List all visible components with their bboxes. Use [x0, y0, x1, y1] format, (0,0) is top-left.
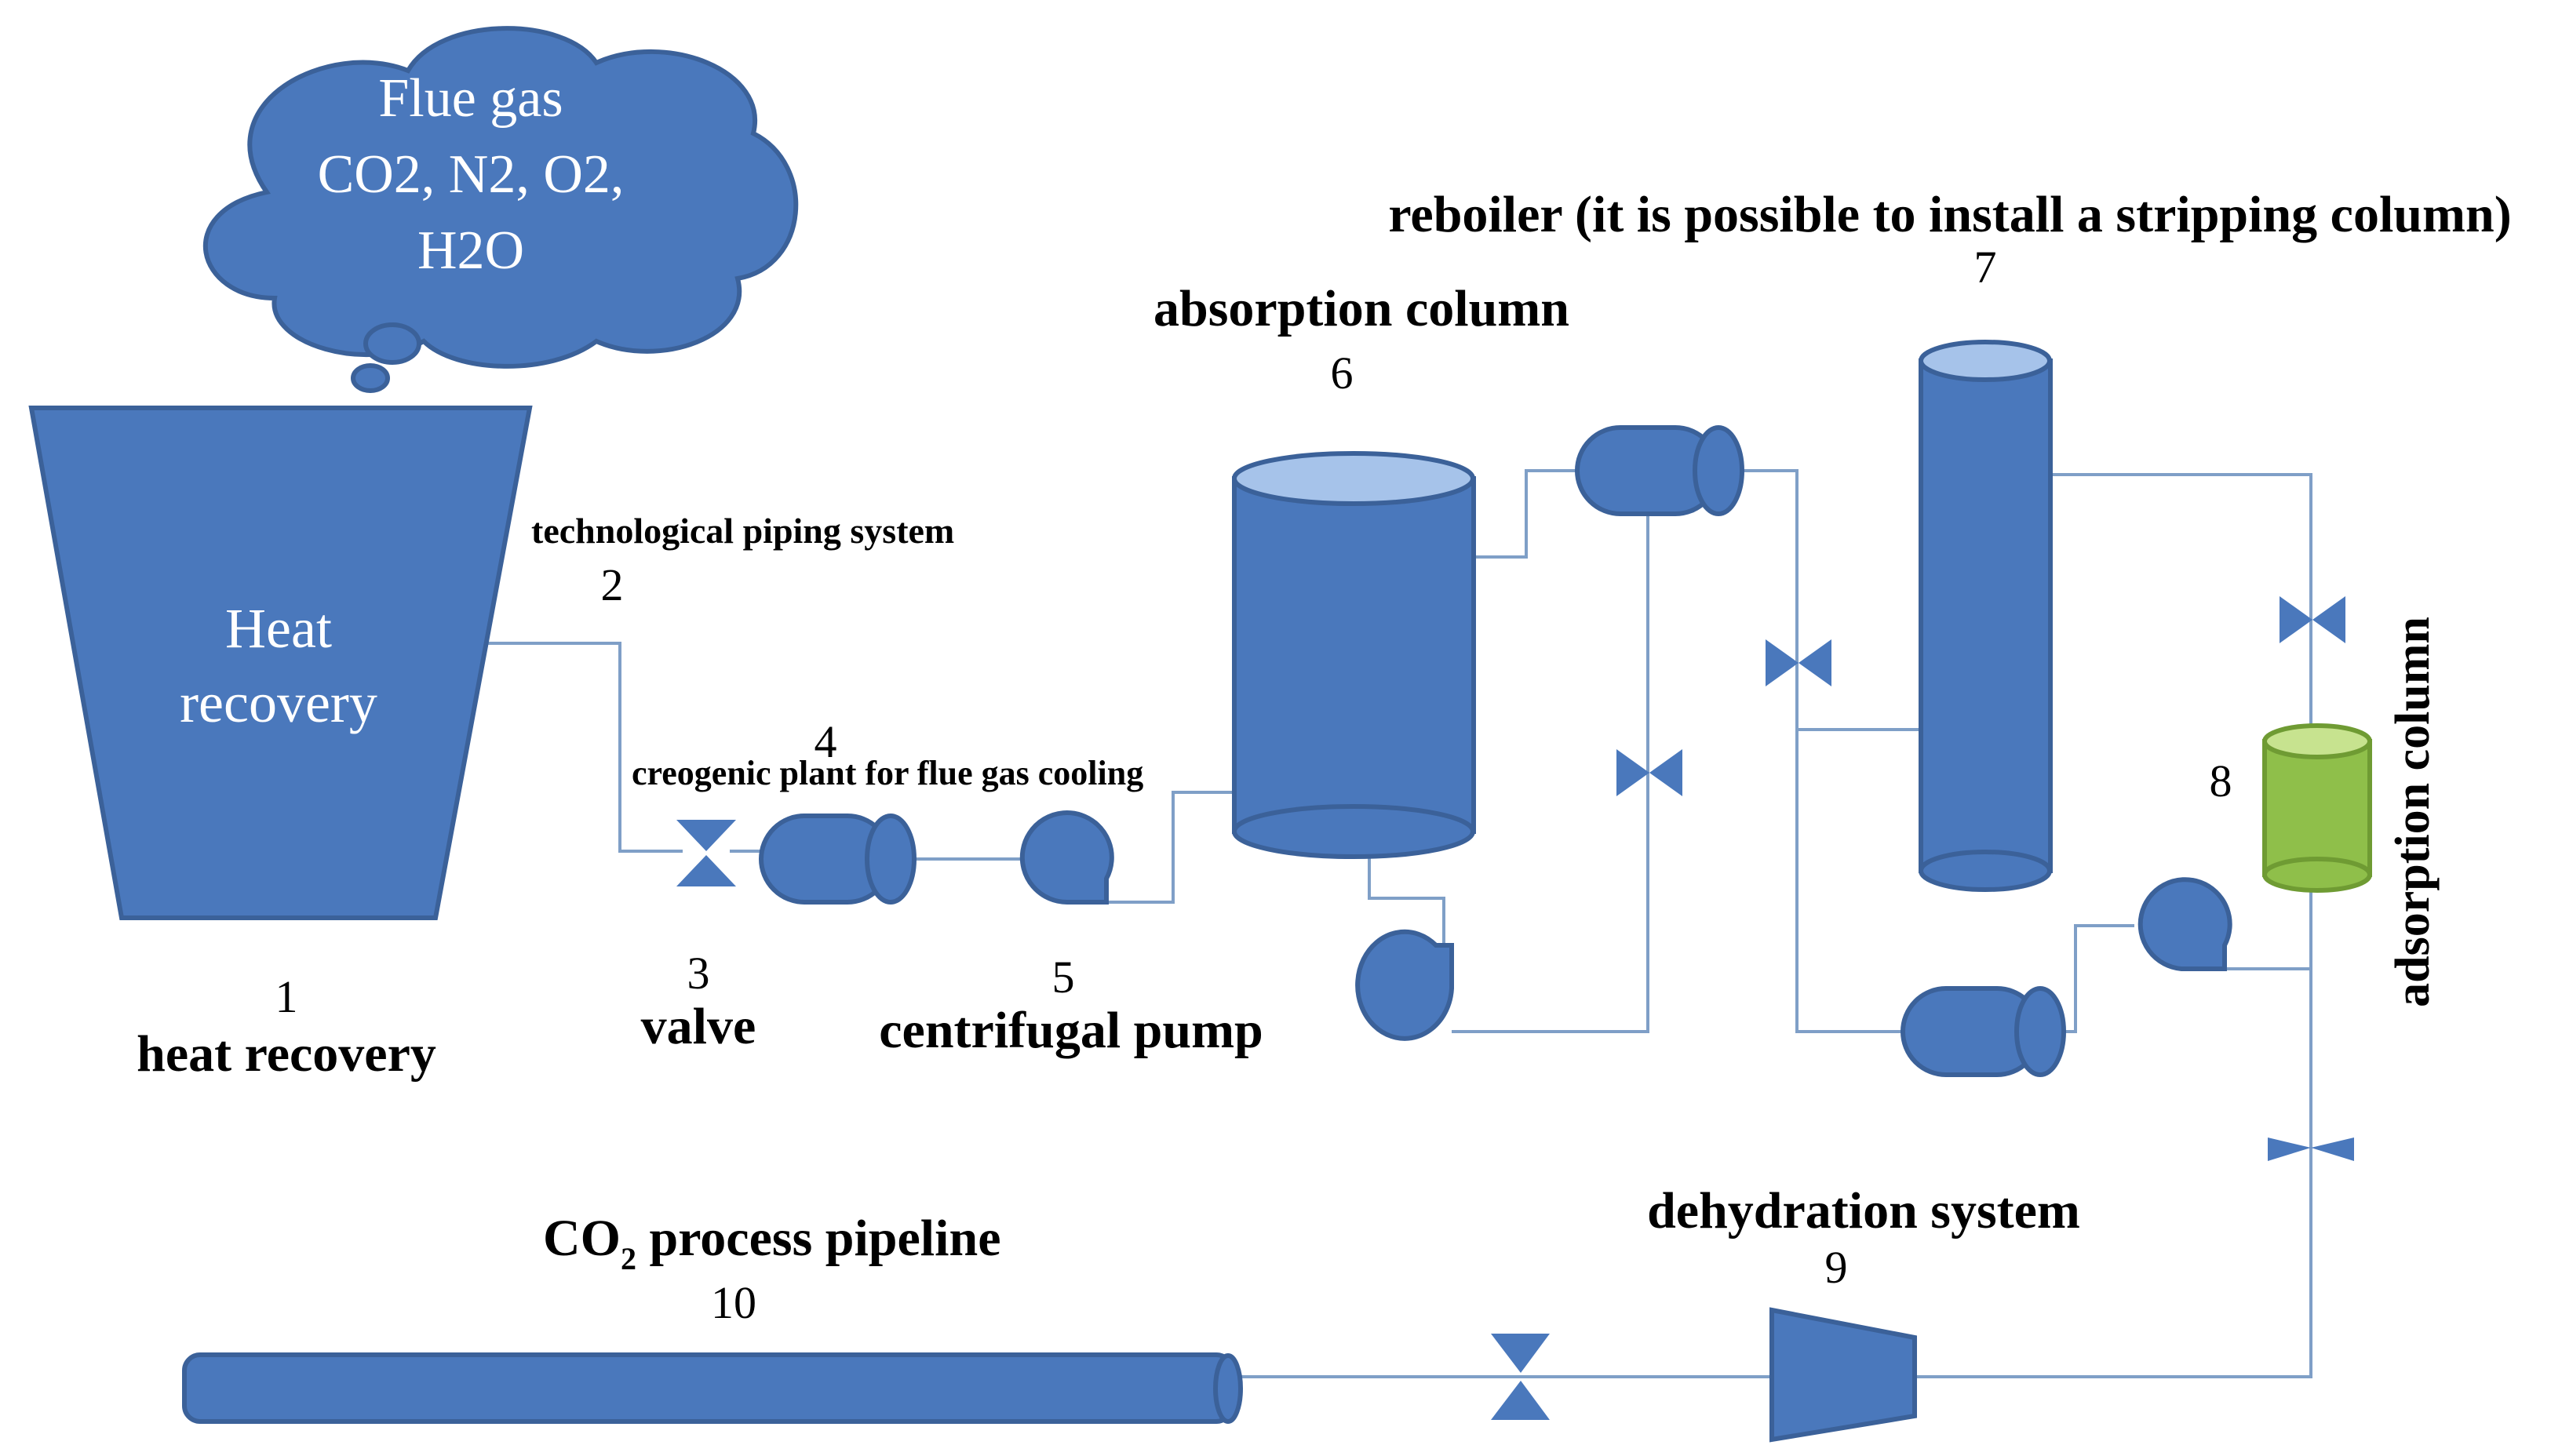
cloud-bubble-small	[351, 363, 390, 393]
pipe-reboiler-overhead	[2052, 473, 2312, 733]
pump-number: 5	[1052, 952, 1075, 1003]
cloud-line-3: H2O	[417, 220, 524, 281]
absorption-label: absorption column	[1153, 280, 1569, 337]
pipeline-label-sub: 2	[621, 1241, 636, 1276]
pipe-pump-return	[1452, 514, 1649, 1033]
heat-recovery-label: heat recovery	[137, 1025, 436, 1083]
absorber-bottom-pump-icon	[1355, 929, 1454, 1041]
pipeline-label-prefix: CO	[543, 1210, 621, 1267]
pipe-pump-to-absorber	[1102, 791, 1232, 904]
heat-recovery-vessel	[28, 406, 533, 920]
valve-label: valve	[641, 998, 756, 1055]
adsorber-feed-pump-icon	[2137, 877, 2232, 971]
cryogenic-number: 4	[815, 716, 837, 767]
cryogenic-label: creogenic plant for flue gas cooling	[632, 754, 1143, 792]
co2-process-pipeline	[182, 1352, 1243, 1424]
dehydration-number: 9	[1825, 1242, 1848, 1293]
cloud-bubble-large	[363, 322, 421, 365]
pipe-drum-to-junction	[1730, 469, 1903, 1033]
pipe-heat-to-valve	[483, 642, 683, 853]
pipe-adsorber-to-dehydration	[1915, 879, 2312, 1378]
pipeline-label-suffix: process pipeline	[636, 1210, 1000, 1267]
cloud-line-2: CO2, N2, O2,	[318, 144, 625, 205]
line-valve-middle-icon	[1766, 639, 1831, 686]
pipeline-number: 10	[711, 1277, 756, 1328]
centrifugal-pump-icon	[1019, 810, 1114, 905]
pipe-absorber-to-drum	[1475, 469, 1581, 559]
piping-label: technological piping system	[531, 511, 954, 551]
adsorption-column-vessel	[2262, 723, 2372, 893]
adsorption-label: adsorption column	[2386, 617, 2440, 1007]
line-valve-left-icon	[1616, 749, 1682, 796]
return-line-valve-icon	[2268, 1138, 2354, 1161]
adsorption-number: 8	[2210, 755, 2232, 806]
cryogenic-cooler-drum	[759, 814, 917, 905]
reboiler-column-vessel	[1919, 340, 2053, 892]
pump-label: centrifugal pump	[879, 1002, 1263, 1059]
dehydration-unit	[1769, 1307, 1917, 1443]
drum-lower	[1901, 986, 2066, 1077]
heat-recovery-inner-line-1: Heat	[225, 597, 332, 660]
cloud-line-1: Flue gas	[378, 68, 563, 129]
reflux-drum-upper	[1575, 425, 1744, 516]
absorption-number: 6	[1331, 348, 1354, 399]
line-valve-right-icon	[2280, 596, 2345, 643]
pipe-absorber-bottom-to-pump	[1368, 855, 1445, 949]
absorption-column-vessel	[1232, 451, 1476, 859]
dehydration-label: dehydration system	[1647, 1182, 2080, 1239]
piping-number: 2	[601, 559, 624, 610]
valve-number: 3	[687, 948, 710, 999]
heat-recovery-number: 1	[275, 971, 298, 1022]
pipeline-valve-icon	[1491, 1334, 1550, 1420]
valve-icon	[676, 820, 736, 886]
pipeline-label: CO2 process pipeline	[543, 1210, 1000, 1276]
reboiler-number: 7	[1974, 242, 1997, 293]
heat-recovery-inner-line-2: recovery	[180, 672, 377, 734]
flue-gas-cloud	[202, 26, 799, 393]
reboiler-label: reboiler (it is possible to install a st…	[1388, 186, 2511, 243]
